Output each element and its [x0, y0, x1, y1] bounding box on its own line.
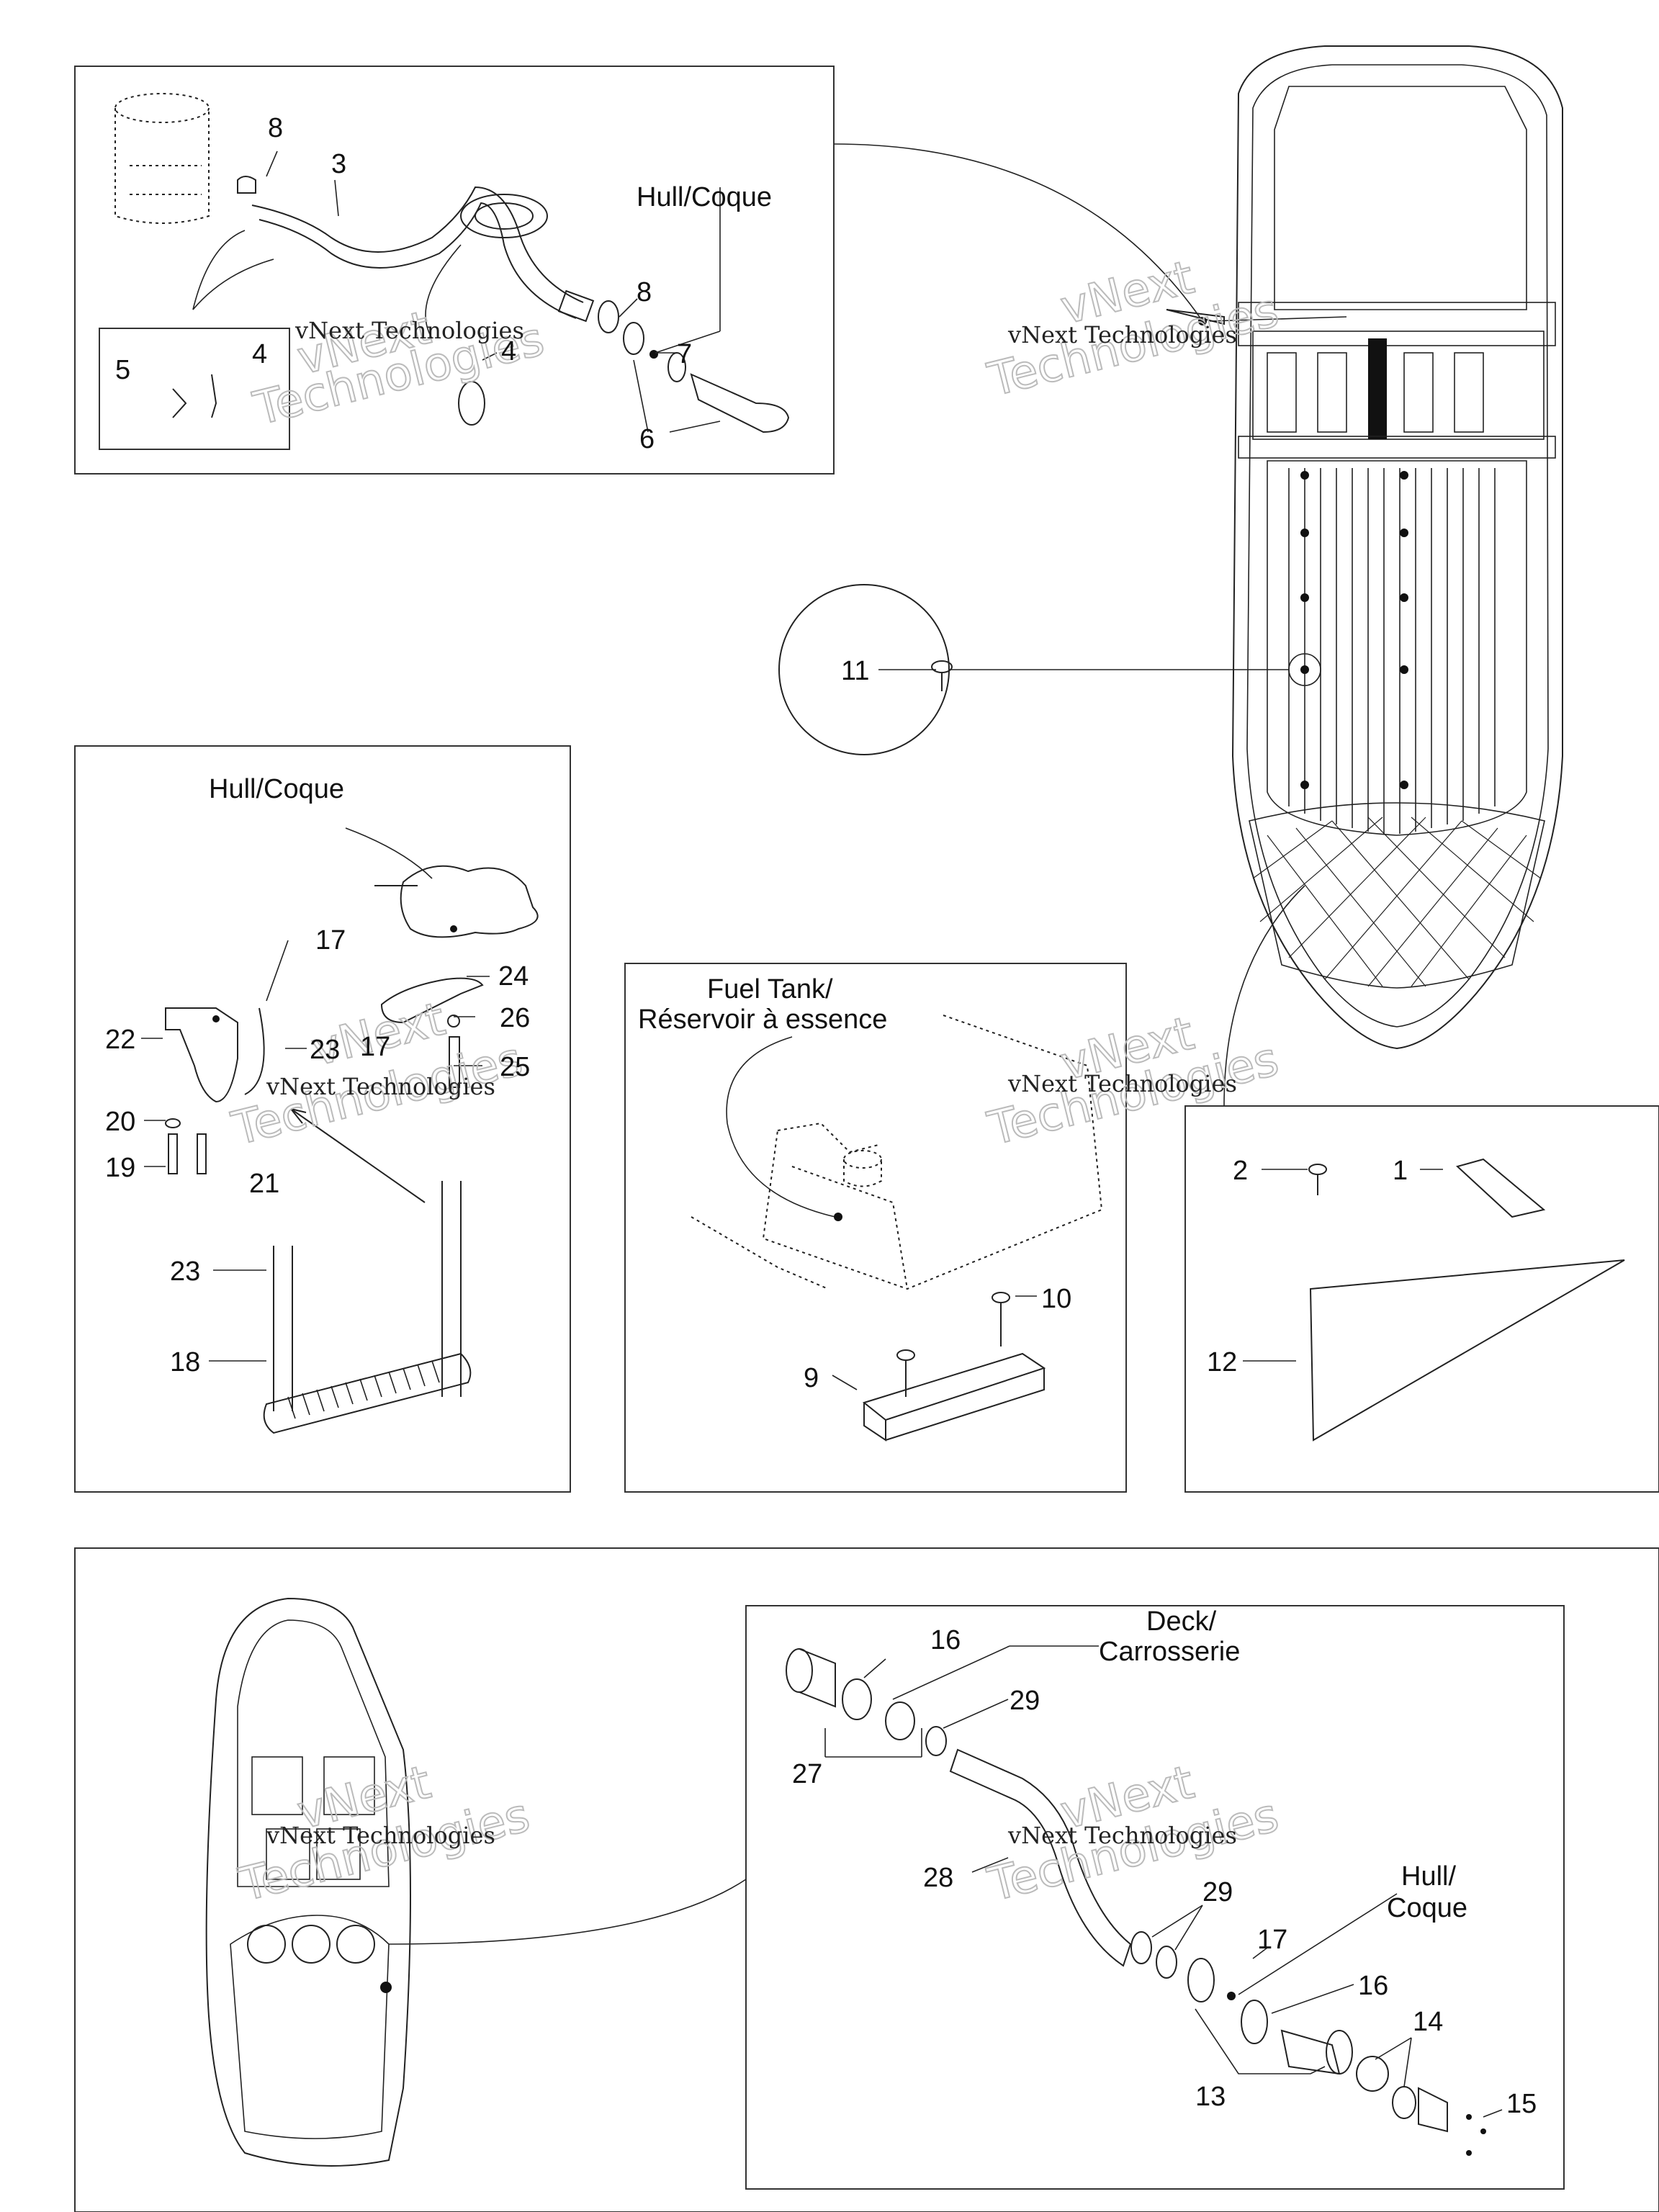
callout: 23 — [170, 1256, 200, 1287]
callout: 2 — [1233, 1156, 1248, 1186]
connector-vent — [388, 1879, 747, 1945]
callout: 12 — [1207, 1347, 1237, 1377]
label-hull-top: Hull/Coque — [637, 182, 772, 212]
callout: 13 — [1195, 2082, 1226, 2112]
frame-vent-detail — [745, 1605, 1565, 2190]
connector-hose — [833, 143, 1203, 322]
callout: 16 — [930, 1625, 961, 1655]
callout: 5 — [115, 355, 130, 385]
callout: 11 — [841, 656, 869, 686]
label-deck-2: Carrosserie — [1099, 1637, 1240, 1667]
label-hull-bottom-1: Hull/ — [1401, 1861, 1456, 1892]
callout: 10 — [1041, 1284, 1071, 1314]
drain-hose-assembly — [114, 93, 790, 433]
frame-fuel-tank — [624, 963, 1127, 1493]
label-fuel-tank-1: Fuel Tank/ — [707, 974, 833, 1004]
watermark-inline: vNext Technologies — [1007, 1822, 1237, 1849]
callout: 25 — [500, 1052, 530, 1082]
callout: 29 — [1010, 1686, 1040, 1716]
callout: 24 — [498, 961, 529, 992]
callout: 29 — [1202, 1877, 1233, 1907]
watermark-inline: vNext Technologies — [266, 1822, 495, 1849]
callout: 16 — [1358, 1971, 1388, 2001]
hull-top-view — [1166, 45, 1563, 1050]
watermark-inline: vNext Technologies — [1007, 321, 1237, 349]
vent-assembly — [786, 1648, 1486, 2156]
label-fuel-tank-2: Réservoir à essence — [638, 1004, 887, 1035]
label-hull-bottom-2: Coque — [1387, 1893, 1467, 1923]
callout: 3 — [331, 149, 346, 179]
hull-bottom-view — [205, 1597, 411, 2167]
callout: 26 — [500, 1003, 530, 1033]
callout: 18 — [170, 1347, 200, 1377]
screw-detail-circle — [778, 584, 950, 755]
callout: 22 — [105, 1025, 135, 1055]
watermark-inline: vNext Technologies — [295, 317, 524, 344]
callout: 15 — [1506, 2089, 1537, 2119]
sticker-assembly — [1308, 1158, 1625, 1442]
callout: 19 — [105, 1153, 135, 1183]
callout: 27 — [792, 1759, 822, 1789]
label-hull-left: Hull/Coque — [209, 774, 344, 804]
callout: 17 — [360, 1032, 390, 1062]
connector-sticker — [1223, 885, 1305, 1107]
callout: 8 — [268, 113, 283, 143]
fuel-tank-assembly — [691, 1015, 1103, 1442]
frame-small-box — [99, 328, 290, 450]
callout: 1 — [1393, 1156, 1408, 1186]
callout: 20 — [105, 1107, 135, 1137]
frame-drain-hose — [74, 66, 835, 475]
callout: 4 — [501, 336, 516, 367]
callout: 6 — [639, 424, 655, 454]
support-grille — [287, 1360, 440, 1419]
watermark-inline: vNext Technologies — [266, 1073, 495, 1100]
callout: 17 — [1257, 1925, 1287, 1955]
support-assembly — [165, 865, 539, 1434]
watermark-inline: vNext Technologies — [1007, 1070, 1237, 1097]
label-deck-1: Deck/ — [1146, 1606, 1217, 1637]
callout: 4 — [252, 339, 267, 369]
leader-lines — [141, 150, 1503, 2118]
frame-support — [74, 745, 571, 1493]
callout: 14 — [1413, 2007, 1443, 2037]
callout: 23 — [310, 1035, 340, 1065]
callout: 17 — [315, 925, 346, 956]
frame-sticker — [1184, 1105, 1659, 1493]
callout: 8 — [637, 277, 652, 307]
callout: 9 — [804, 1363, 819, 1393]
callout: 21 — [249, 1169, 279, 1199]
frame-bottom — [74, 1547, 1659, 2212]
bow-hatch — [1252, 817, 1542, 987]
callout: 28 — [923, 1863, 953, 1893]
deck-ribs — [1288, 468, 1496, 834]
callout-numbers: 8 3 8 7 5 4 4 6 11 17 24 26 17 25 22 23 … — [105, 113, 1537, 2119]
callout: 7 — [677, 339, 692, 369]
